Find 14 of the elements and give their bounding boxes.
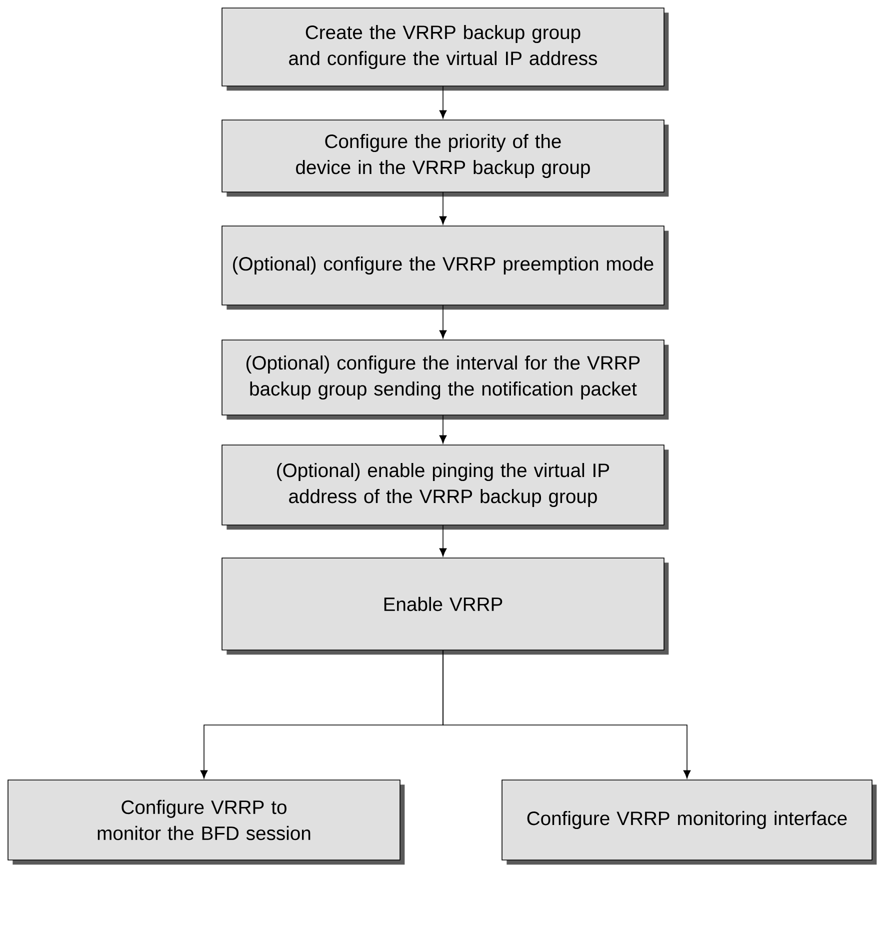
process-box: Configure the priority of the device in the VRRP backup group	[222, 120, 669, 197]
process-box: Enable VRRP	[222, 558, 669, 655]
process-box: Create the VRRP backup group and configure the virtual IP address	[222, 8, 669, 91]
arrow	[439, 86, 447, 119]
arrow	[439, 414, 447, 444]
process-box: (Optional) enable pinging the virtual IP address of the VRRP backup group	[222, 444, 669, 530]
arrow	[439, 304, 447, 339]
process-box: (Optional) configure the VRRP preemption mode	[222, 226, 669, 310]
arrow	[442, 650, 691, 779]
arrow	[439, 525, 447, 557]
process-box: Configure VRRP monitoring interface	[502, 780, 877, 865]
process-box: Configure VRRP to monitor the BFD session	[8, 780, 405, 865]
process-box: (Optional) configure the interval for the VRRP backup group sending the notification packet	[222, 340, 669, 420]
arrow	[439, 192, 447, 225]
